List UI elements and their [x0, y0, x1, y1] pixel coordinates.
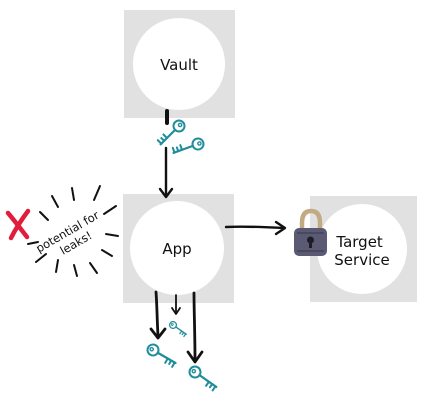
key-icon [167, 319, 189, 338]
vault-to-app-arrow [158, 109, 174, 199]
app-label: App [162, 240, 191, 258]
leak-warning-text: potential for leaks! [33, 206, 111, 267]
key-icon [170, 135, 207, 160]
target-service-label: Target Service [334, 233, 389, 269]
app-downward-arrows [149, 290, 204, 364]
burst-lines-icon [27, 185, 119, 277]
key-icon [186, 363, 221, 393]
leak-warning: potential for leaks! [5, 185, 119, 277]
key-icon [155, 117, 188, 150]
vault-label: Vault [160, 56, 198, 74]
app-node: App [123, 194, 234, 303]
app-to-target-arrow [224, 220, 287, 236]
red-x-icon [5, 208, 31, 241]
vault-keys [155, 117, 207, 160]
key-icon [144, 341, 180, 369]
app-circle [130, 201, 224, 295]
vault-circle [133, 18, 225, 110]
target-service-node: Target Service [310, 196, 417, 302]
target-service-circle [317, 204, 407, 294]
padlock-icon [294, 208, 327, 256]
vault-node: Vault [124, 10, 235, 118]
